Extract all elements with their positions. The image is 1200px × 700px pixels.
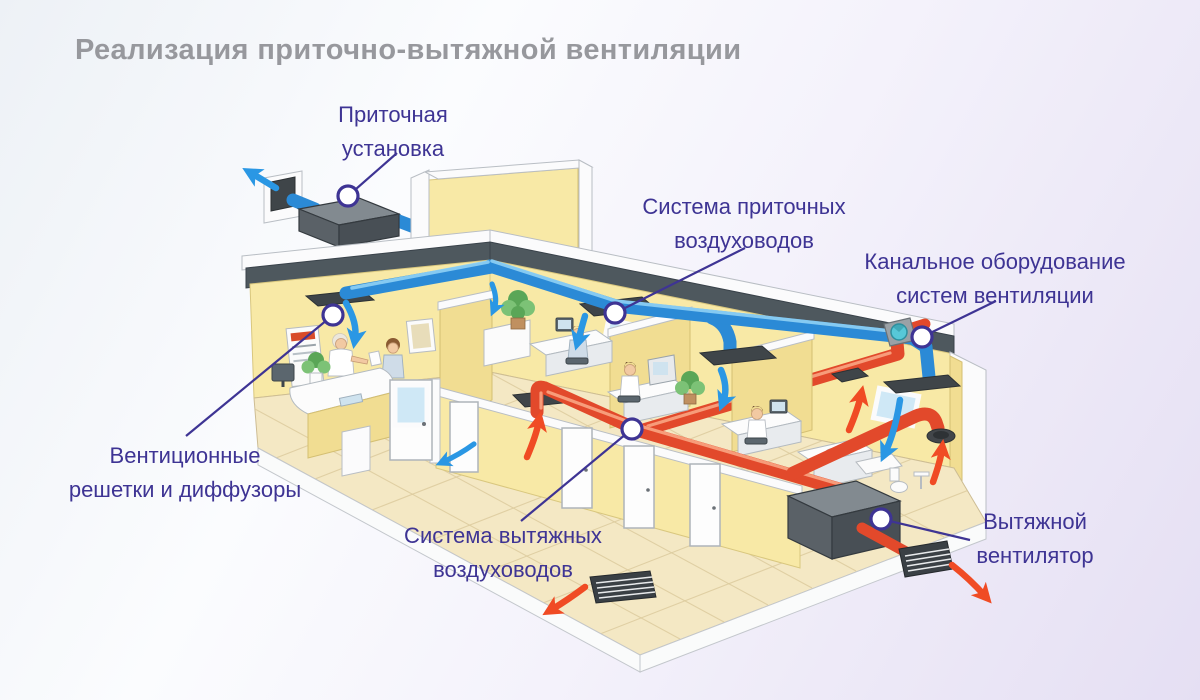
exhaust-arrow <box>948 561 992 604</box>
reception-gate <box>341 425 371 477</box>
monitor <box>555 317 574 332</box>
callout-supply-duct-system-label: Система приточных воздуховодов <box>642 190 845 258</box>
reception-area <box>271 333 405 459</box>
callout-marker-duct-equipment <box>910 325 934 349</box>
ceiling-diffuser <box>882 374 962 394</box>
supply-arrow <box>717 366 737 412</box>
exhaust-arrow <box>845 385 869 434</box>
roof-slabs <box>241 229 955 357</box>
callout-line: установка <box>341 136 445 161</box>
callout-line: Вентиционные <box>109 443 261 468</box>
plant <box>501 290 535 330</box>
visitor <box>368 338 405 379</box>
door <box>623 445 655 529</box>
callout-marker-supply-unit <box>336 184 360 208</box>
door <box>561 427 593 509</box>
plant <box>675 371 705 405</box>
ceiling-diffuser <box>698 345 778 366</box>
exhaust-fan-box <box>786 480 954 578</box>
exhaust-arrow <box>523 411 547 461</box>
callout-line: Приточная <box>338 102 448 127</box>
callout-line: вентилятор <box>976 543 1094 568</box>
callout-duct-equipment-label: Канальное оборудование систем вентиляции <box>864 245 1125 313</box>
callout-exhaust-duct-system-label: Система вытяжных воздуховодов <box>404 519 602 587</box>
page-title: Реализация приточно-вытяжной вентиляции <box>75 34 742 66</box>
callout-line: Вытяжной <box>983 509 1087 534</box>
exhaust-arrow <box>542 583 589 616</box>
office-worker <box>744 406 768 445</box>
supply-branch-left <box>339 260 499 300</box>
callout-line: Канальное оборудование <box>864 249 1126 274</box>
exhaust-arrow <box>929 439 951 486</box>
intake-arrow <box>242 168 280 192</box>
exhaust-wall-plate <box>830 367 870 383</box>
callout-exhaust-fan-label: Вытяжной вентилятор <box>976 505 1093 573</box>
floor-edge-right <box>639 521 987 673</box>
corridor-exhaust-grille <box>589 570 657 604</box>
callout-marker-supply-ducts <box>603 301 627 325</box>
monitor <box>769 399 788 414</box>
callout-marker-grilles <box>321 303 345 327</box>
callout-line: Система приточных <box>642 194 846 219</box>
callout-line: систем вентиляции <box>896 283 1094 308</box>
crt-monitor <box>647 354 677 386</box>
receptionist <box>327 333 369 377</box>
callout-grilles-diffusers-label: Вентиционные решетки и диффузоры <box>69 439 301 507</box>
entry-door <box>341 378 441 477</box>
callout-line: решетки и диффузоры <box>68 477 302 502</box>
supply-arrow <box>571 312 591 351</box>
supply-arrow <box>489 281 505 317</box>
callout-supply-unit-label: Приточная установка <box>338 98 448 166</box>
callout-marker-exhaust-fan <box>869 507 893 531</box>
callout-marker-exhaust-ducts <box>620 417 644 441</box>
picture-frame <box>405 318 437 354</box>
callout-line: воздуховодов <box>433 557 573 582</box>
plant <box>301 352 331 386</box>
supply-arrow <box>342 299 367 349</box>
door <box>689 463 721 547</box>
supply-arrow <box>435 441 477 467</box>
office-worker <box>617 362 641 403</box>
supply-unit-box <box>296 197 402 248</box>
supply-arrow <box>880 396 904 463</box>
callout-line: Система вытяжных <box>404 523 602 548</box>
reception-monitor <box>271 363 295 387</box>
door <box>449 401 479 473</box>
inline-duct-fan <box>883 317 931 347</box>
callout-leaders <box>185 152 997 542</box>
exhaust-air-arrows <box>523 385 992 616</box>
callout-line: воздуховодов <box>674 228 814 253</box>
supply-air-arrows <box>242 168 904 467</box>
